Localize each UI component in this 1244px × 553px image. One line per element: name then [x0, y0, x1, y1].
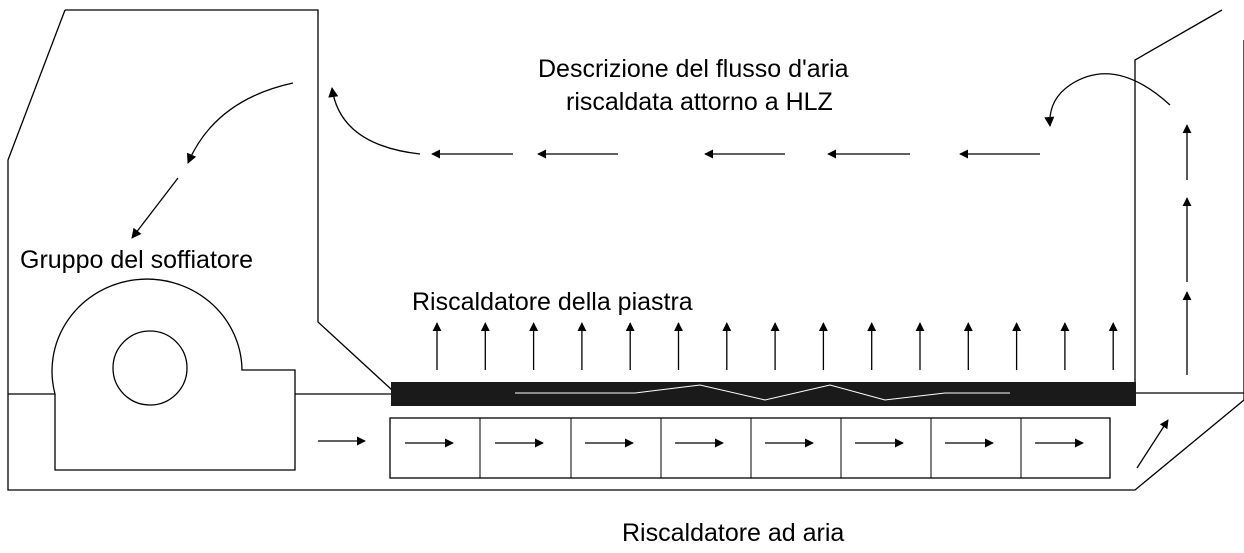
duct-entry-arrow	[1136, 419, 1169, 469]
blower-scroll	[51, 278, 296, 471]
blower-hub	[112, 330, 188, 406]
air-heater-label: Riscaldatore ad aria	[622, 519, 844, 547]
title-line-2: riscaldata attorno a HLZ	[566, 88, 833, 116]
air-heater-dividers	[479, 418, 1022, 478]
air-heater-frame	[389, 417, 1111, 479]
right-duct	[1134, 9, 1244, 400]
blower-group-label: Gruppo del soffiatore	[20, 246, 253, 274]
top-left-curve-arrow	[328, 87, 421, 155]
top-right-curve-arrow	[1044, 73, 1171, 127]
airflow-arrows	[318, 124, 1192, 469]
blower-housing	[7, 9, 1244, 491]
blower-inlet-curve-arrow	[186, 82, 294, 164]
plate-heater-label: Riscaldatore della piastra	[412, 288, 693, 316]
blower-inlet-arrow	[131, 177, 179, 239]
blower-fan-icon	[51, 278, 296, 471]
heating-element	[515, 384, 1010, 401]
plate-heater-bar	[391, 382, 1136, 406]
title-line-1: Descrizione del flusso d'aria	[538, 55, 849, 83]
